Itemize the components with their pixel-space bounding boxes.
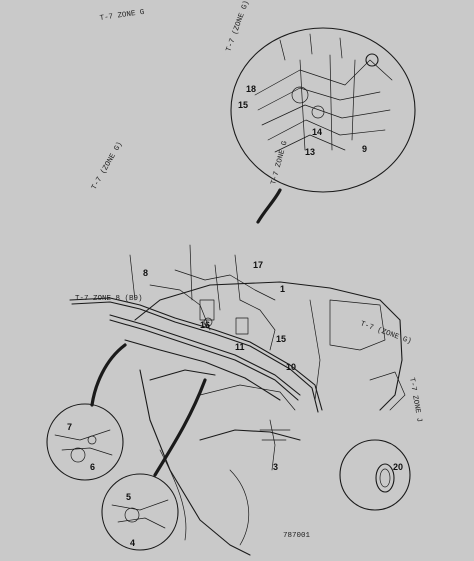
part-number: 20: [393, 462, 403, 472]
part-number: 15: [238, 100, 248, 110]
part-number: 13: [305, 147, 315, 157]
part-number: 17: [253, 260, 263, 270]
callout-ref: T-7 ZONE 8 (B9): [75, 295, 143, 303]
part-number: 15: [276, 334, 286, 344]
part-number: 9: [362, 144, 367, 154]
callout-ref: T-7 ZONE G: [99, 9, 145, 23]
part-number: 8: [143, 268, 148, 278]
part-number: 6: [90, 462, 95, 472]
left-detail-magnifier: [46, 343, 127, 481]
part-number: 14: [312, 127, 322, 137]
part-number: 3: [273, 462, 278, 472]
part-number: 11: [235, 342, 245, 352]
callout-ref: T-7 (ZONE G): [225, 0, 251, 53]
callout-ref: T-7 ZONE J: [407, 377, 423, 423]
part-number: 4: [130, 538, 135, 548]
figure-id: 787001: [283, 532, 311, 540]
part-number: 18: [246, 84, 256, 94]
part-number: 10: [286, 362, 296, 372]
part-number: 5: [126, 492, 131, 502]
part-number: 1: [280, 284, 285, 294]
part-number: 7: [67, 422, 72, 432]
callout-ref: T-7 (ZONE G): [91, 141, 125, 192]
bottom-detail-magnifier: [101, 378, 207, 551]
part-number: 16: [200, 320, 210, 330]
callout-ref: T-7 (ZONE G): [359, 320, 412, 346]
top-detail-magnifier: [230, 27, 416, 224]
main-assembly: [69, 244, 411, 556]
callout-ref: T-7 ZONE G: [270, 140, 290, 186]
